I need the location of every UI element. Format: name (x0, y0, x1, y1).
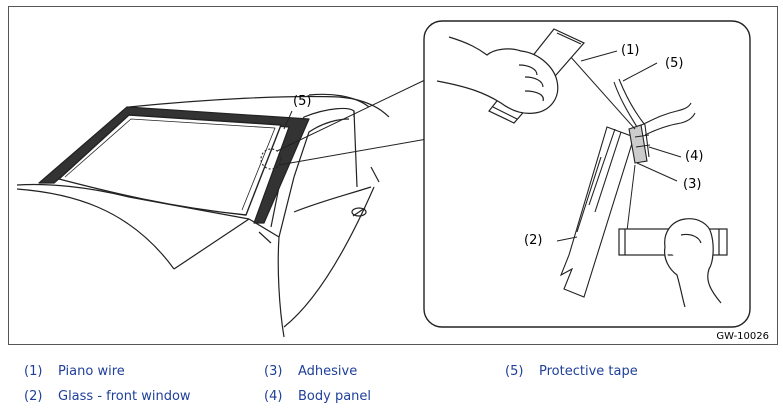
legend-item: (1) Piano wire (24, 364, 125, 379)
legend-label: Adhesive (298, 364, 358, 379)
legend-label: Protective tape (539, 364, 638, 379)
gloved-hand-icon (436, 36, 559, 114)
diagram-drawing (16, 20, 751, 338)
legend-item: (4) Body panel (264, 389, 371, 404)
legend-number: (3) (264, 364, 283, 379)
legend-item: (2) Glass - front window (24, 389, 191, 404)
legend-number: (4) (264, 389, 283, 404)
legend: (1) Piano wire (2) Glass - front window (3… (0, 355, 783, 411)
legend-label: Piano wire (58, 364, 125, 379)
legend-number: (1) (24, 364, 43, 379)
body-panel-illustration (613, 78, 696, 164)
callout-body-panel: (4) (685, 149, 704, 164)
legend-number: (5) (505, 364, 524, 379)
legend-item: (5) Protective tape (505, 364, 638, 379)
gloved-hand-lower-icon (664, 218, 722, 308)
legend-label: Body panel (298, 389, 372, 404)
figure-code: GW-10026 (716, 331, 769, 342)
car-body-illustration (16, 93, 390, 338)
callout-leaders (556, 50, 682, 242)
glass-panel-illustration (559, 126, 635, 298)
diagram-figure: (1) (5) (4) (3) (2) (5) GW-10026 (8, 6, 778, 345)
callout-protective-tape: (5) (665, 56, 684, 71)
magnifier-circle-icon (260, 148, 282, 170)
legend-number: (2) (24, 389, 43, 404)
inset-leader-lines (276, 78, 428, 166)
callout-adhesive: (3) (683, 177, 702, 192)
callout-piano-wire: (1) (621, 43, 640, 58)
callout-glass: (2) (524, 233, 543, 248)
legend-label: Glass - front window (58, 389, 191, 404)
legend-item: (3) Adhesive (264, 364, 357, 379)
piano-wire-illustration (568, 54, 636, 240)
car-tape-leader (283, 110, 293, 130)
callout-car-protective-tape: (5) (293, 94, 312, 109)
